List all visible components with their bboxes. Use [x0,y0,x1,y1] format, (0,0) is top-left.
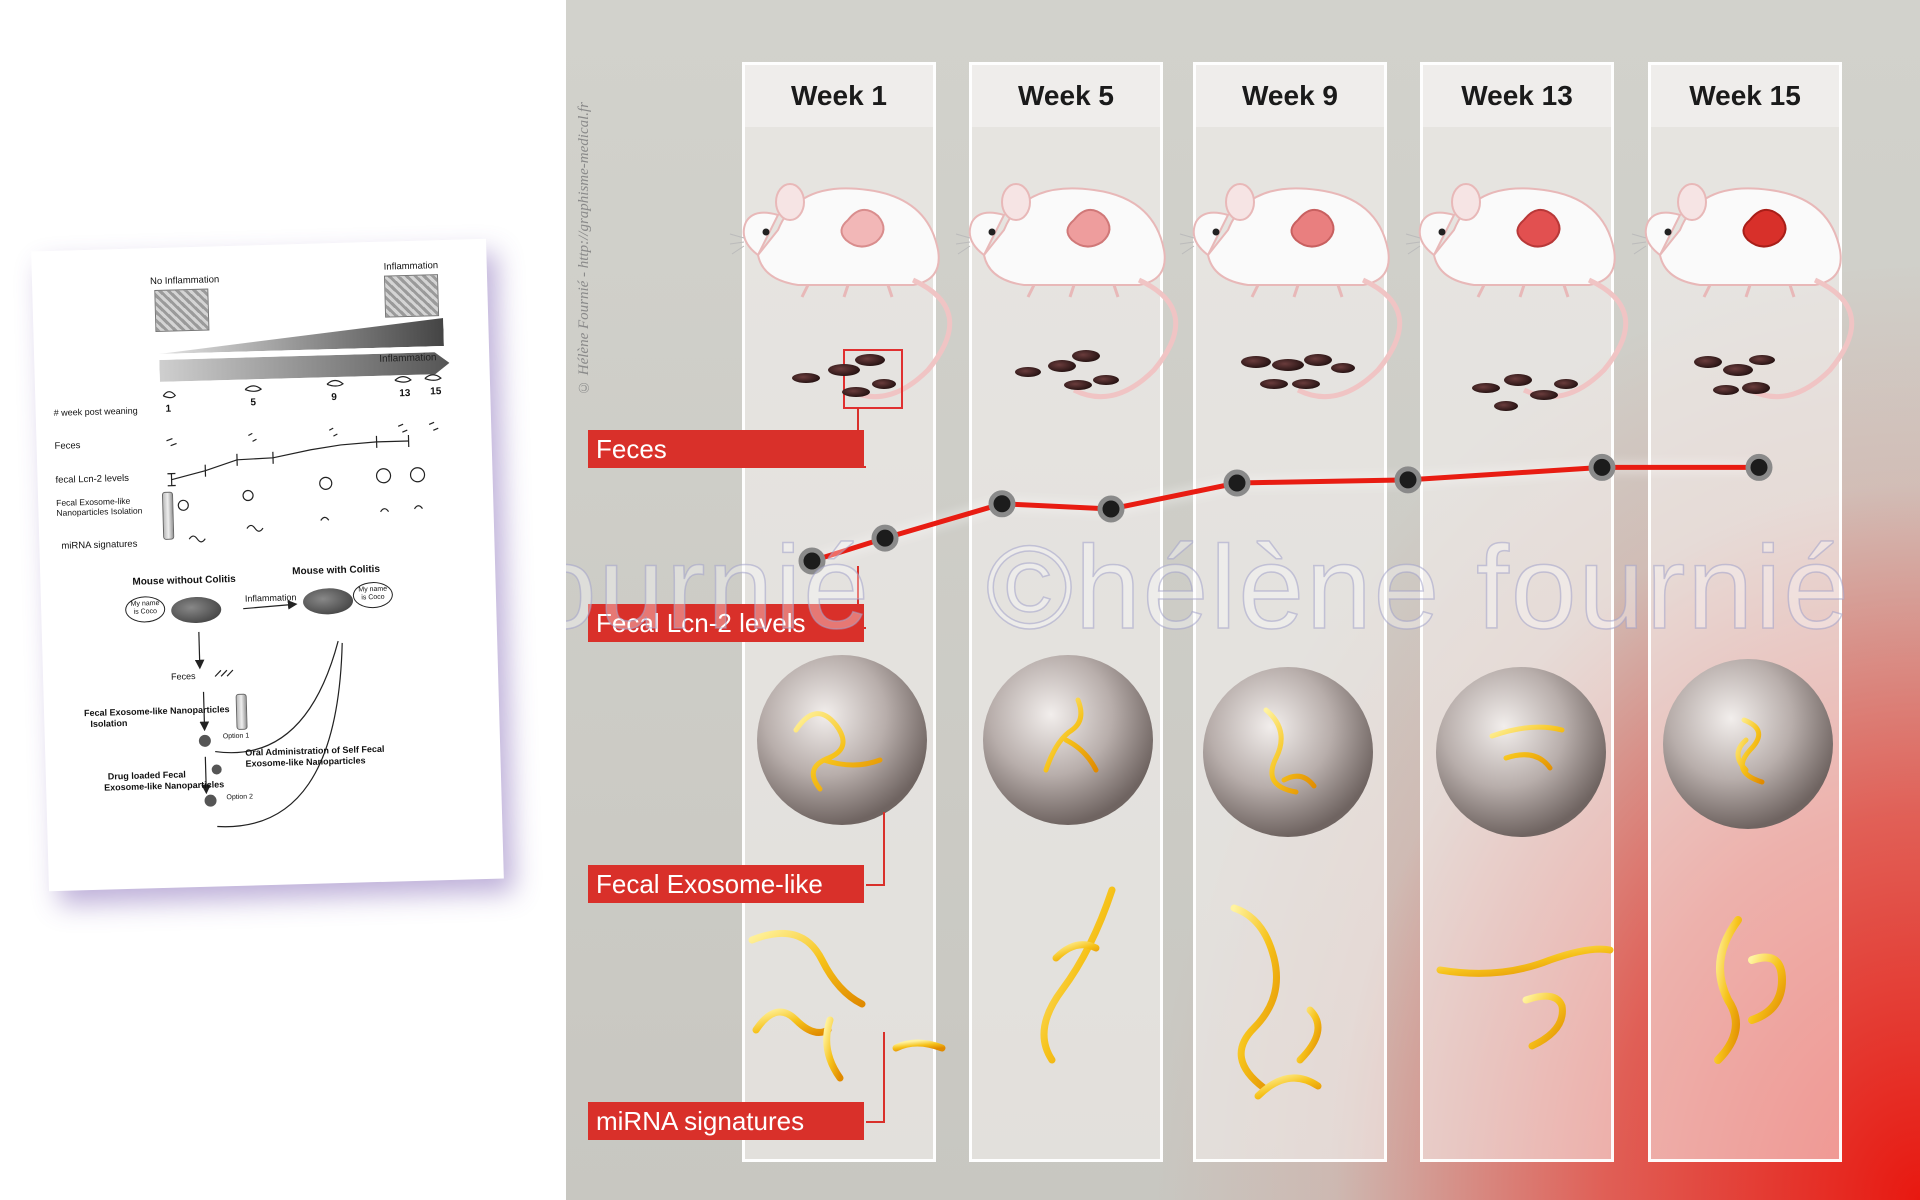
lcn2-line-chart [798,453,1773,575]
lcn2-data-point [1223,469,1251,497]
flow-inflammation-label: Inflammation [244,592,297,604]
bubble-text-line: is Coco [133,608,158,616]
isolation-vial-icon [235,693,248,730]
lcn2-data-point [1745,453,1773,481]
mirna-illustration [1714,916,1787,1064]
exosome-label: Fecal Exosome-like [588,865,864,903]
feces-illustration [1241,354,1355,389]
illustrations-layer [566,0,1920,1123]
exosome-illustration [757,655,927,825]
bubble-text-line: is Coco [361,593,385,602]
week-header: Week 9 [1196,65,1384,127]
feces-illustration [1015,350,1119,390]
mirna-illustration [1230,904,1322,1100]
option-2-label: Option 2 [226,793,254,802]
option-1-label: Option 1 [222,732,250,741]
mouse-illustration [1406,184,1626,397]
exosome-illustration [1436,667,1606,837]
isolation-label-2: Isolation [90,717,128,730]
exosome-illustration [1663,659,1833,829]
lcn2-series-line [811,464,1759,564]
week-header: Week 15 [1651,65,1839,127]
week-header: Week 13 [1423,65,1611,127]
mouse-illustration [1180,184,1400,397]
lcn2-data-point [1097,495,1125,523]
lcn2-data-point [871,524,899,552]
flow-feces-label: Feces [170,671,196,682]
watermark: ©hélène fournié [985,521,1851,655]
exosome-illustration [1203,667,1373,837]
sketch-document: No Inflammation Inflammation Inflammatio… [31,238,504,892]
lcn2-data-point [1394,466,1422,494]
lcn2-data-point [988,490,1016,518]
mouse-illustration [730,184,950,397]
sketch-doodles [162,374,442,828]
mirna-illustration [1040,886,1116,1064]
week-header: Week 1 [745,65,933,127]
watermark: ©hélène fournié [566,521,871,655]
lcn2-data-point [1588,453,1616,481]
feces-label: Feces [588,430,864,468]
week-header: Week 5 [972,65,1160,127]
mirna-illustration [1436,945,1614,1050]
feces-illustration [792,349,903,409]
feces-illustration [1472,374,1578,411]
mirna-illustration [748,929,946,1082]
feces-illustration [1694,355,1775,395]
mouse-illustration [1632,184,1852,397]
mirna-label: miRNA signatures [588,1102,864,1140]
mouse-illustration [956,184,1176,397]
lcn2-data-point [798,547,826,575]
main-figure: © Hélène Fournié - http://graphisme-medi… [566,0,1920,1200]
exosome-illustration [983,655,1153,825]
lcn2-label: Fecal Lcn-2 levels [588,604,864,642]
